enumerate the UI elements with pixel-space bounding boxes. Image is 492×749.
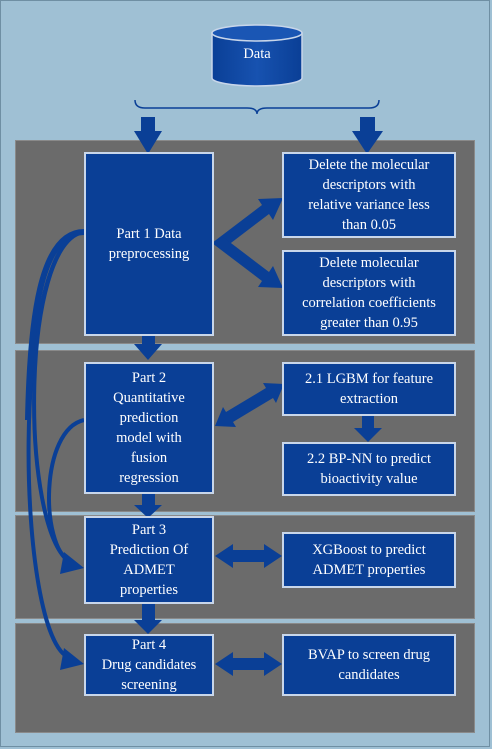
part2-box: Part 2 Quantitative prediction model wit… <box>84 362 214 494</box>
part1-step-correlation: Delete molecular descriptors with correl… <box>282 250 456 336</box>
part3-step-xgboost: XGBoost to predict ADMET properties <box>282 532 456 588</box>
part4-step-bvap: BVAP to screen drug candidates <box>282 634 456 696</box>
part1-step-variance: Delete the molecular descriptors with re… <box>282 152 456 238</box>
part2-step-lgbm: 2.1 LGBM for feature extraction <box>282 362 456 416</box>
part4-box: Part 4 Drug candidates screening <box>84 634 214 696</box>
data-label: Data <box>243 46 271 62</box>
part3-box: Part 3 Prediction Of ADMET properties <box>84 516 214 604</box>
part1-box: Part 1 Data preprocessing <box>84 152 214 336</box>
part2-step-bpnn: 2.2 BP-NN to predict bioactivity value <box>282 442 456 496</box>
